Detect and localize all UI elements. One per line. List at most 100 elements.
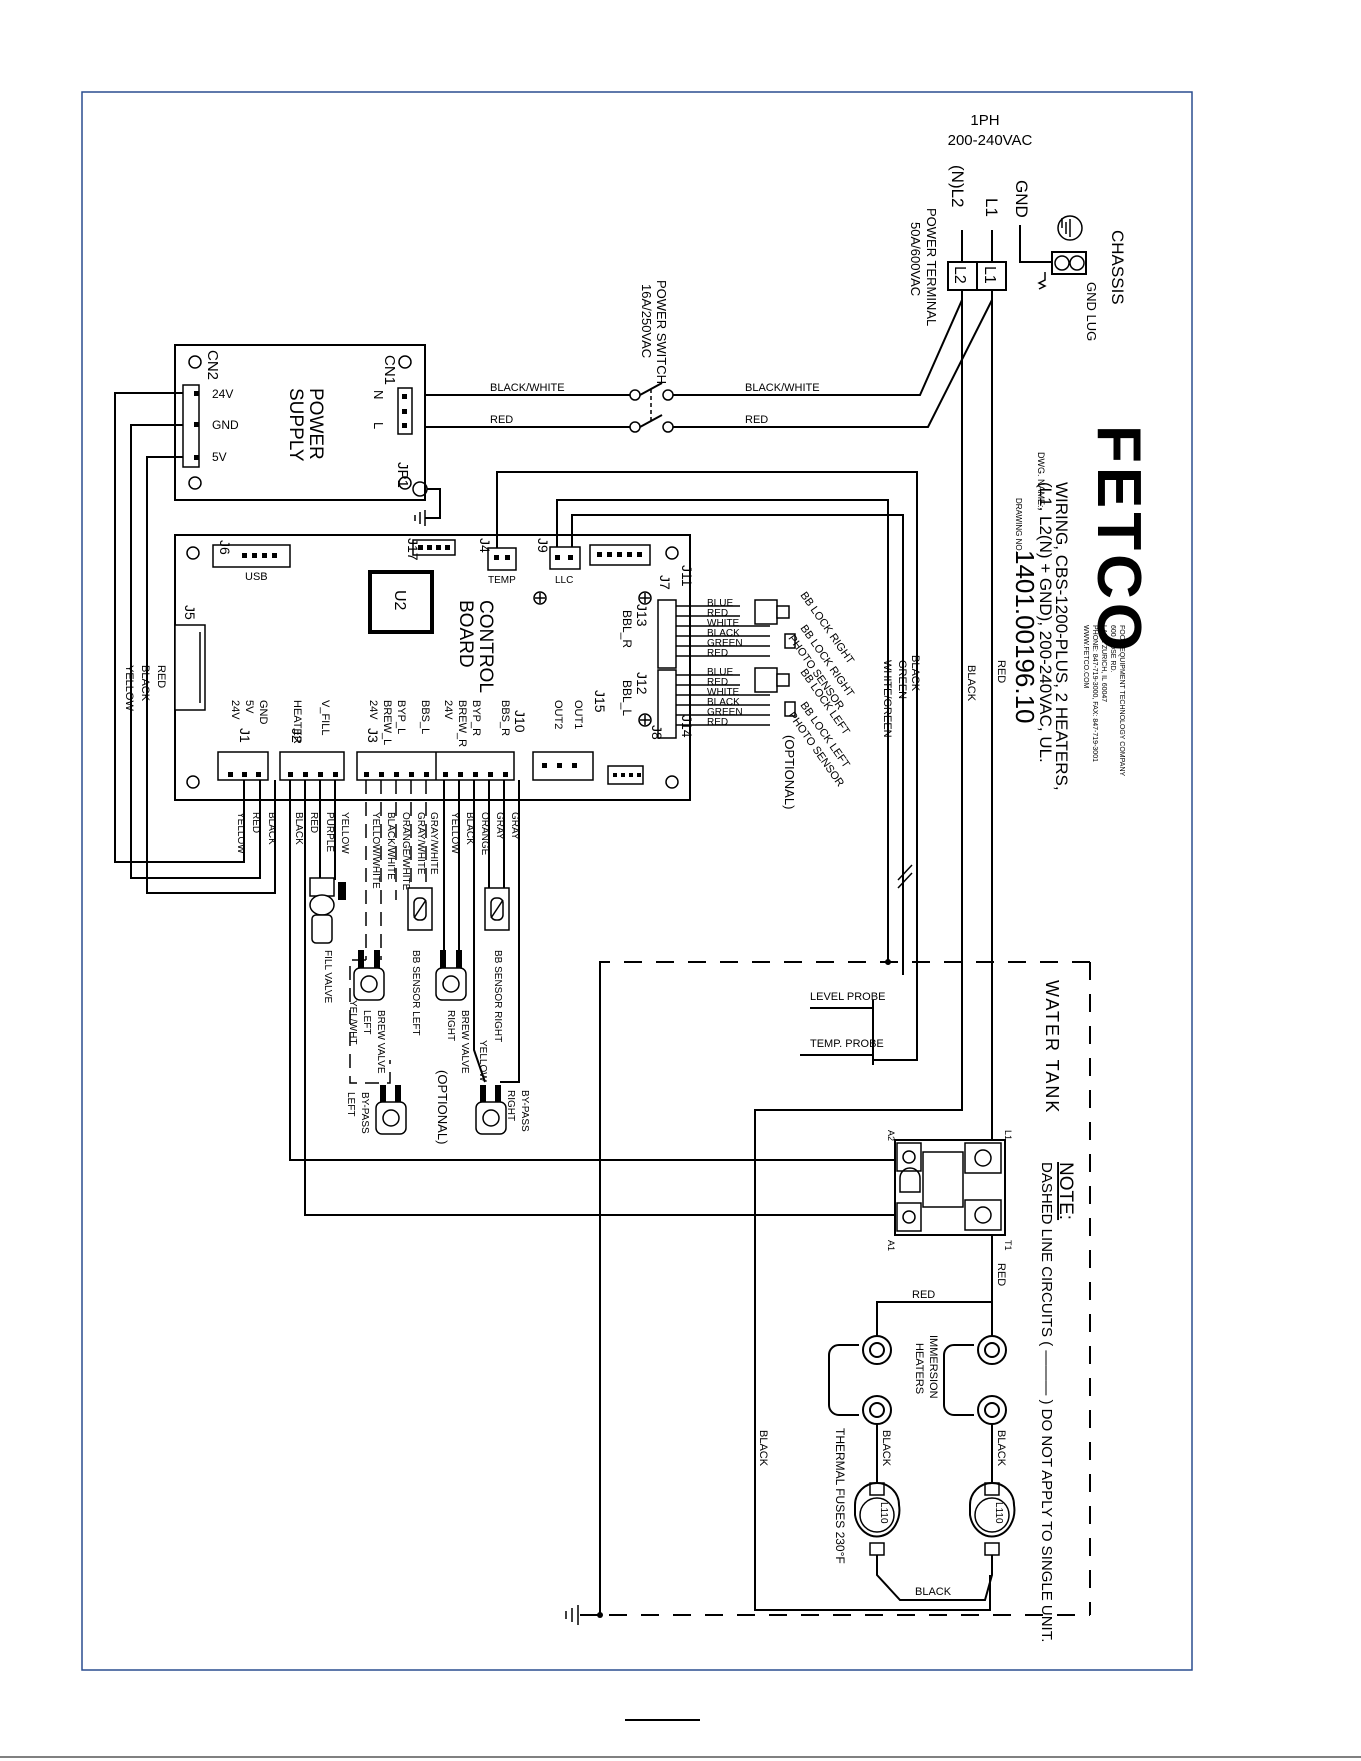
label-gnd: GND [1012, 180, 1031, 218]
j13-connector [657, 599, 677, 669]
wire-white-green: WHITE/GREEN [881, 660, 893, 738]
bb-sensor-right [484, 887, 510, 931]
u2-chip [368, 570, 434, 634]
j2-pin-vfill: V_FILL [319, 700, 331, 735]
bbr-black: BLACK [707, 628, 740, 639]
j1-wire-black: BLACK [266, 812, 277, 845]
wire-red-right: RED [745, 414, 768, 426]
j9-label: J9 [535, 538, 551, 553]
bbr-green: GREEN [707, 638, 743, 649]
immersion-heaters [828, 1335, 1007, 1425]
j3-pin-4: 24V [442, 700, 454, 720]
j11-label: J11 [679, 565, 695, 587]
usb-label: USB [245, 571, 268, 583]
j5-label: J5 [182, 605, 198, 620]
power-supply [174, 344, 426, 501]
j7-label: J7 [657, 575, 673, 590]
bb-sensor-right-label: BB SENSOR RIGHT [492, 950, 503, 1042]
relay-terminal-icon [896, 1142, 1002, 1232]
bb-sensor-left-label: BB SENSOR LEFT [410, 950, 421, 1036]
wire-red-main: RED [995, 660, 1007, 683]
company-line-5: WWW.FETCO.COM [1082, 625, 1089, 689]
yel-wht-label: YEL/WHT [347, 1000, 358, 1044]
wire-black-fuses: BLACK [915, 1586, 952, 1598]
thermal-fuse-right [969, 1482, 1016, 1556]
fill-valve [309, 877, 346, 944]
left-wire-red: RED [155, 665, 167, 688]
wire-green-tank: GREEN [896, 660, 908, 699]
thermal-fuses-label: THERMAL FUSES 230°F [833, 1428, 847, 1564]
drawing-frame [81, 91, 1193, 1671]
bypass-right-label-1: BY-PASS [519, 1090, 530, 1132]
label-gnd-lug: GND LUG [1084, 282, 1099, 341]
bb-lock-optional: (OPTIONAL) [782, 735, 797, 809]
drawing-no-label: DRAWING NO. [1014, 498, 1023, 553]
board-title-2: BOARD [455, 600, 476, 668]
brew-valve-left [353, 950, 385, 1001]
level-probe-label: LEVEL PROBE [810, 991, 885, 1003]
bbr-blue: BLUE [707, 598, 733, 609]
ground-icon [1057, 215, 1083, 241]
j8-label: J8 [649, 725, 665, 740]
j2-wire-purple: PURPLE [324, 812, 335, 852]
bbr-red2: RED [707, 648, 728, 659]
psu-24v: 24V [212, 387, 233, 401]
left-wire-black: BLACK [139, 665, 151, 702]
label-power-terminal: POWER TERMINAL [924, 208, 939, 326]
label-n-l2: (N)L2 [948, 165, 967, 208]
j3-label: J3 [365, 728, 381, 743]
j3-pin-0: 24V [367, 700, 379, 720]
bb-lock-right-wires [676, 605, 770, 657]
j3-pin-5: BREW_R [456, 700, 468, 747]
j3-wire-5: YELLOW [449, 812, 460, 854]
psu-l: L [371, 422, 386, 429]
wire-black-tank: BLACK [909, 655, 921, 692]
bypass-left-label-1: BY-PASS [359, 1092, 370, 1134]
j3-wire-4: GRAY/WHITE [428, 812, 439, 875]
dwg-name-1: WIRING, CBS-1200-PLUS, 2 HEATERS, [1052, 482, 1071, 791]
j13-label: J13 [634, 604, 650, 627]
bypass-valve-right [475, 1085, 507, 1135]
brew-valve-right-label-1: BREW VALVE [459, 1010, 470, 1074]
water-tank-label: WATER TANK [1042, 980, 1062, 1114]
optional-label-left: (OPTIONAL) [435, 1070, 450, 1144]
bbl-r-label: BBL_R [620, 610, 634, 648]
j3-pin-2: BYP_L [395, 700, 407, 734]
j1-pin-24v: 24V [229, 700, 241, 720]
j4-label: J4 [477, 538, 493, 553]
label-power-switch: POWER SWITCH [654, 280, 669, 384]
relay-t1: T1 [1003, 1240, 1013, 1251]
bbr-red: RED [707, 608, 728, 619]
dwg-name-label: DWG. NAME: [1036, 452, 1046, 508]
j2-pin-heater: HEATER [291, 700, 303, 744]
bbl-red2: RED [707, 717, 728, 728]
j3-wire-0: YELLOW/WHITE [370, 812, 381, 889]
j1-pin-5v: 5V [243, 700, 255, 714]
bbl-blue: BLUE [707, 667, 733, 678]
label-chassis: CHASSIS [1108, 230, 1127, 305]
power-switch [629, 382, 674, 433]
j2-label: J2 [289, 728, 305, 743]
bypass-valve-left [375, 1085, 407, 1135]
j3-wire-7: ORANGE [479, 812, 490, 856]
bbl-white: WHITE [707, 687, 740, 698]
note-title: NOTE: [1055, 1162, 1076, 1220]
wire-bw-left: BLACK/WHITE [490, 382, 565, 394]
label-power-terminal-rating: 50A/600VAC [908, 222, 923, 296]
u2-label: U2 [391, 590, 408, 611]
j14-label: J14 [679, 715, 695, 738]
bb-lock-right-solenoid [754, 599, 796, 649]
relay-a1: A1 [886, 1240, 896, 1251]
j3-pin-3: BBS_L [419, 700, 431, 734]
j3-wire-9: GRAY [509, 812, 520, 840]
bb-lock-left-wires [676, 674, 770, 726]
j3-wire-6: BLACK [464, 812, 475, 845]
dwg-name-2: (L1, L2(N) + GND), 200-240VAC, UL. [1036, 482, 1055, 763]
company-line-4: PHONE: 847-719-3000, FAX: 847-719-3001 [1091, 625, 1098, 762]
wire-red-t1: RED [995, 1263, 1007, 1286]
thermal-fuse-left [854, 1482, 901, 1556]
j10-label: J10 [512, 710, 528, 733]
left-wire-yellow: YELLOW [123, 665, 135, 711]
bbl-red: RED [707, 677, 728, 688]
j12-connector [657, 669, 677, 739]
